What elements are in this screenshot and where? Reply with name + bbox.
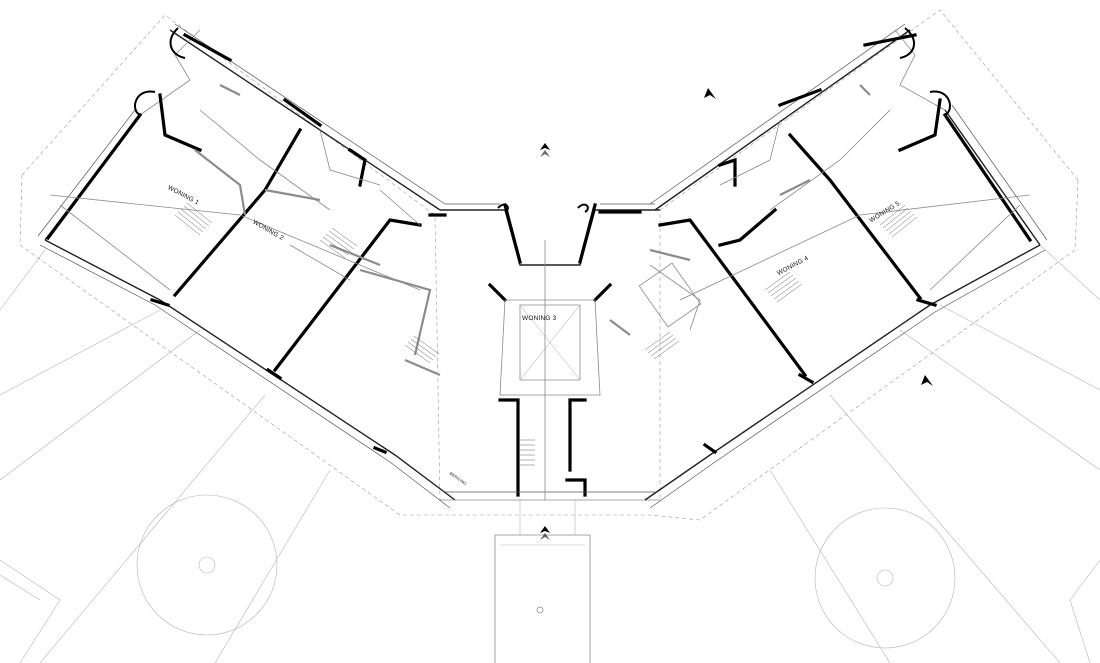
north-arrow-icon <box>921 375 933 386</box>
north-arrow-icon <box>540 143 550 157</box>
tree-left <box>136 494 278 636</box>
stair-woning-4 <box>764 271 803 303</box>
tree-right <box>814 507 956 649</box>
stair-woning-5 <box>879 204 918 238</box>
label-woning-3: WONING 3 <box>522 315 557 322</box>
stair-left-3 <box>404 335 440 364</box>
stair-woning-3 <box>520 439 535 466</box>
north-arrow-icon <box>704 88 716 99</box>
stair-right-3 <box>644 331 680 360</box>
north-arrow-icon <box>540 526 550 540</box>
central-block <box>428 203 660 663</box>
site-boundaries <box>0 244 1100 663</box>
right-wing <box>609 23 1048 509</box>
label-woning-1: WONING 1 <box>166 184 200 206</box>
label-woning-5: WONING 5 <box>868 200 901 224</box>
stair-woning-2 <box>319 227 358 259</box>
left-wing <box>37 23 456 509</box>
label-woning-4: WONING 4 <box>776 255 810 277</box>
label-small: BERGING <box>449 471 468 486</box>
label-woning-2: WONING 2 <box>251 219 285 242</box>
stair-woning-1 <box>174 202 213 236</box>
plot-outline <box>19 9 1079 521</box>
